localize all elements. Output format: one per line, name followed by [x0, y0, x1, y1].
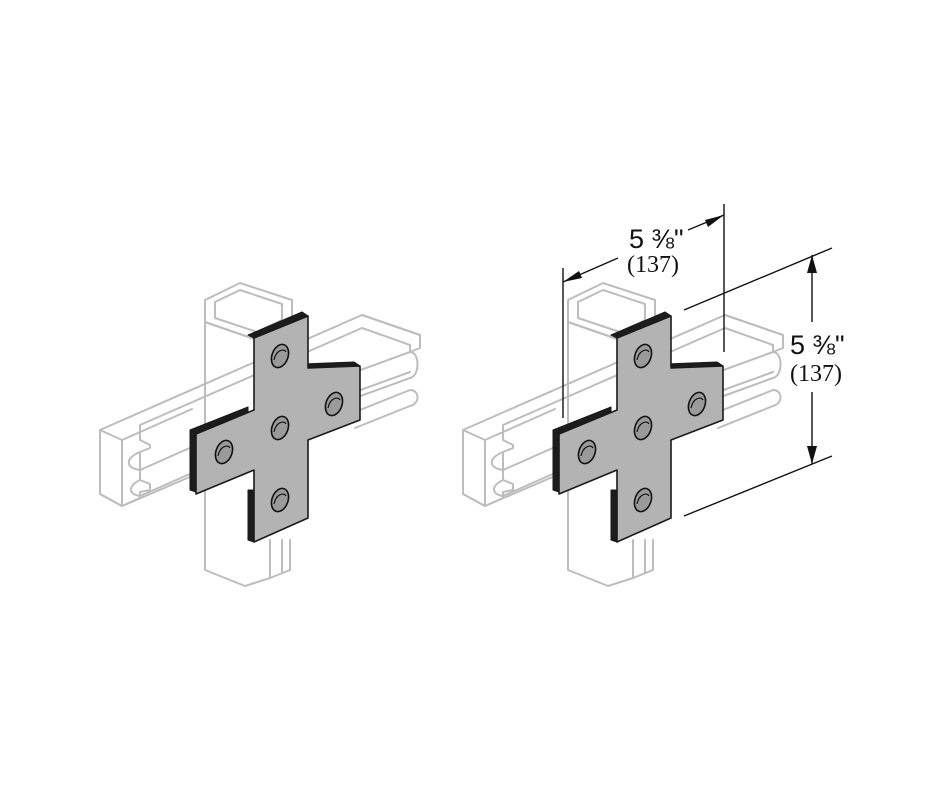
assembly-left — [99, 282, 421, 587]
arrowhead-icon — [705, 215, 724, 227]
dimension-horizontal-imperial: 5 ⅜" — [629, 224, 684, 254]
arrowhead-icon — [807, 255, 817, 273]
dimension-vertical-metric: (137) — [790, 361, 842, 387]
assembly-right — [462, 282, 784, 587]
dimension-vertical: 5 ⅜" (137) — [683, 247, 845, 517]
extension-line-top — [683, 247, 833, 311]
extension-line-bottom — [683, 455, 833, 517]
dimension-vertical-imperial: 5 ⅜" — [790, 330, 845, 360]
dimension-horizontal: 5 ⅜" (137) — [562, 204, 725, 418]
arrowhead-icon — [807, 446, 817, 464]
dimension-horizontal-metric: (137) — [627, 252, 679, 278]
arrowhead-icon — [563, 271, 582, 282]
